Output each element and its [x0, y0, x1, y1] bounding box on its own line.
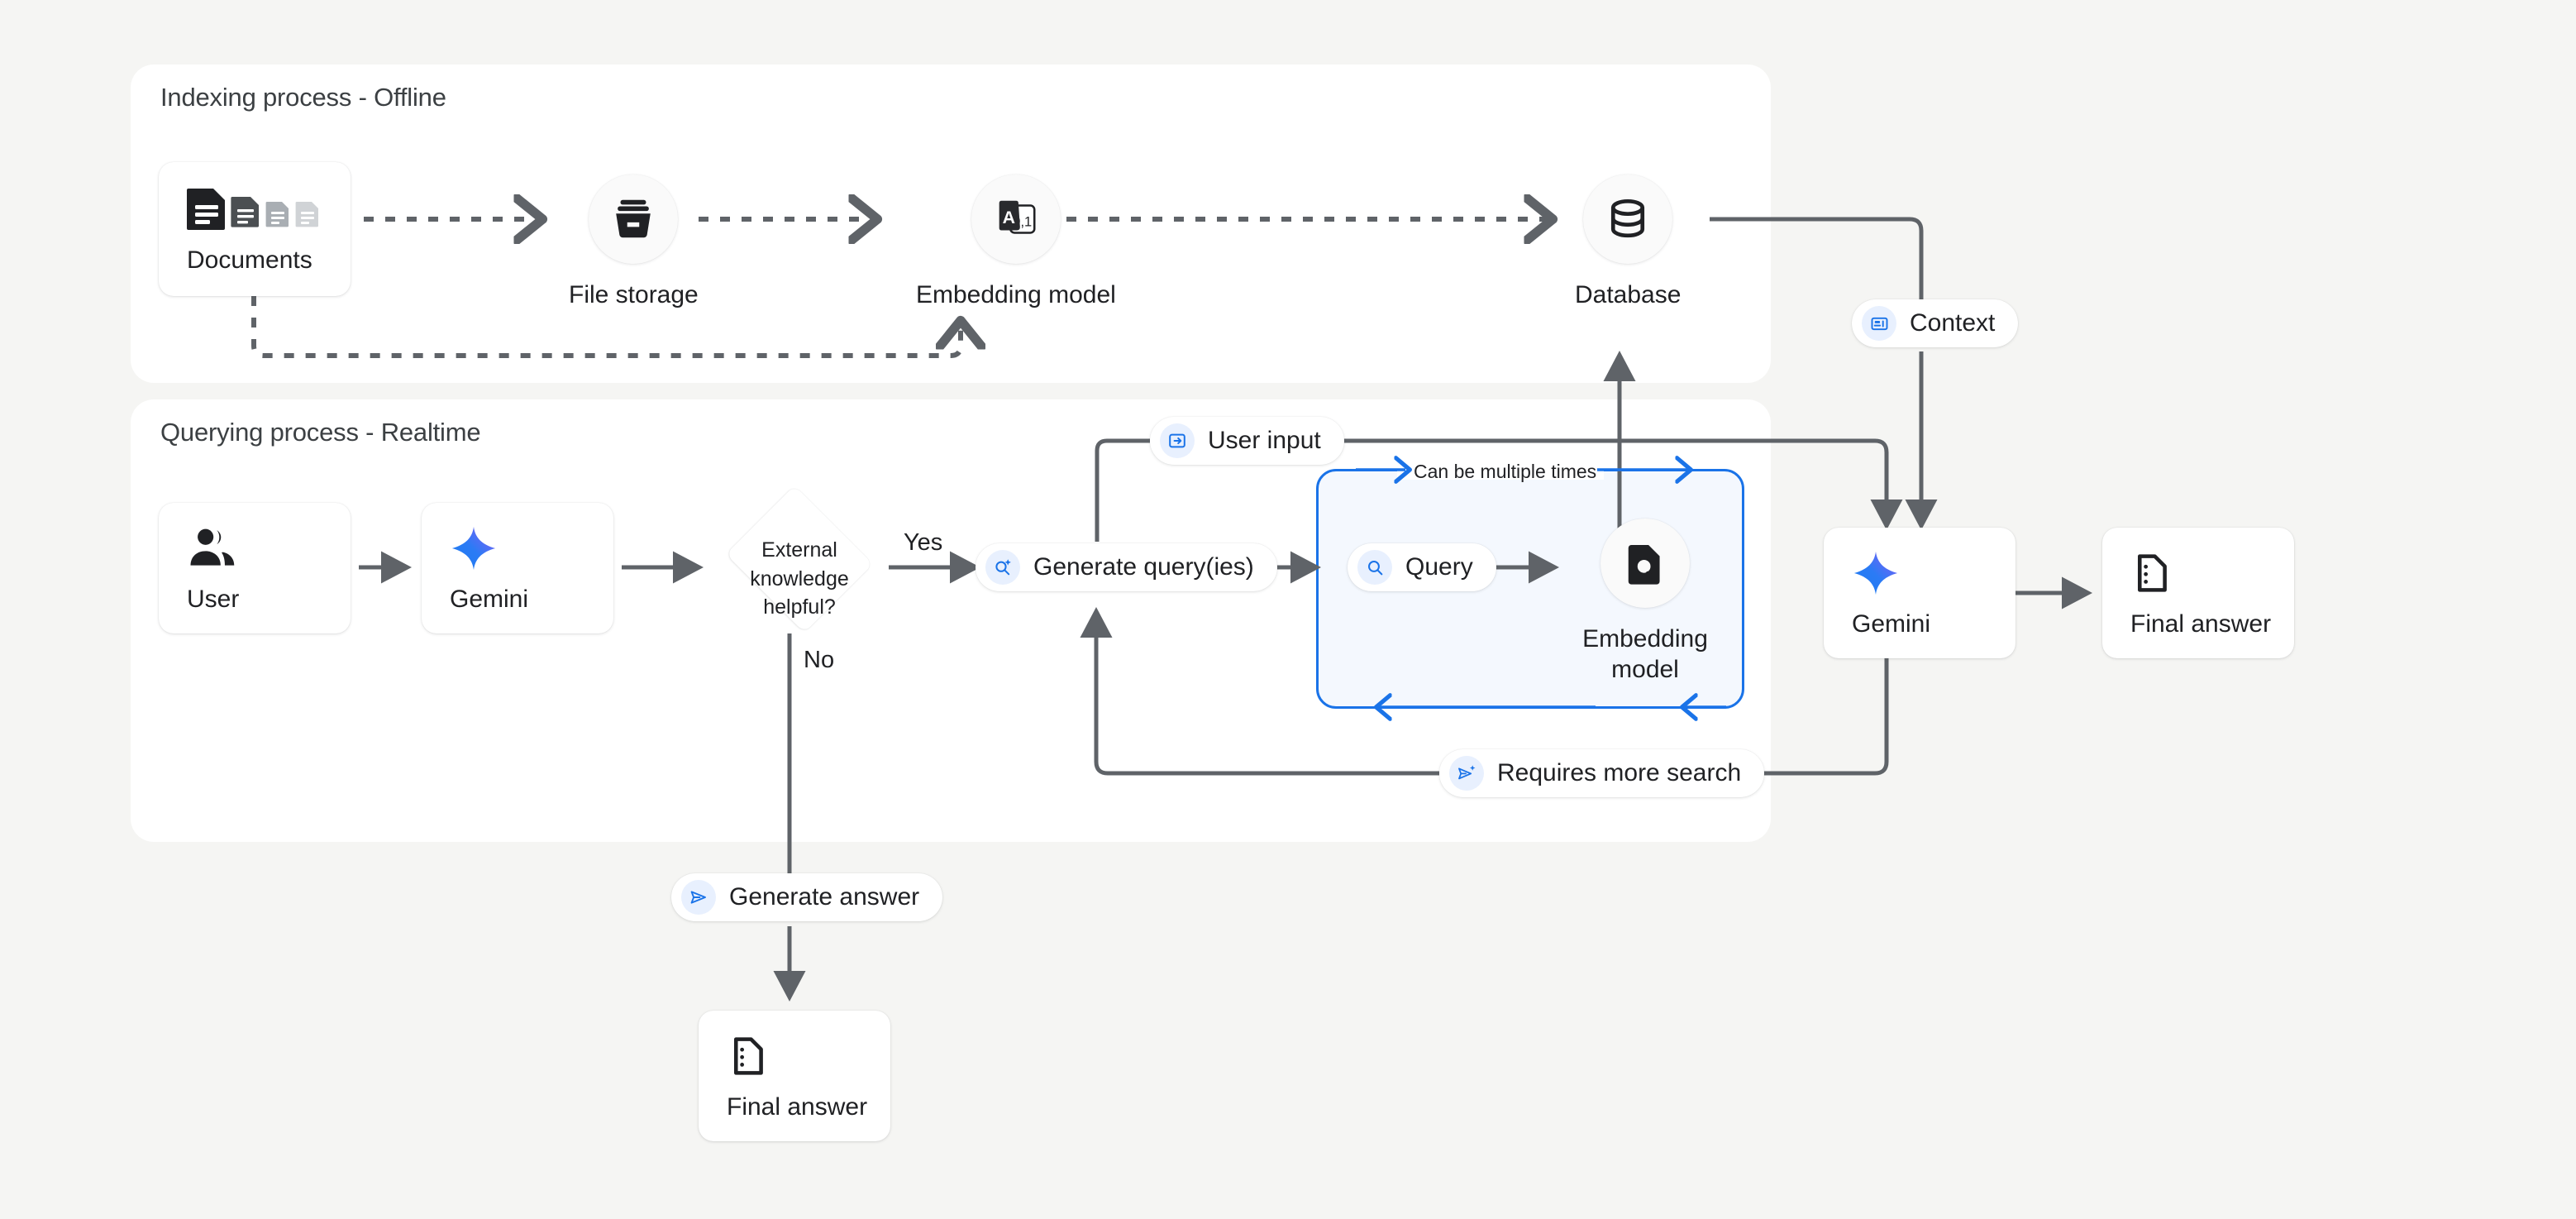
requires-more-search-label: Requires more search	[1497, 759, 1742, 786]
context-card-icon	[1862, 306, 1896, 341]
people-icon	[187, 523, 351, 574]
node-decision-external-knowledge[interactable]: External knowledge helpful?	[717, 485, 882, 633]
edge-label-no: No	[804, 647, 835, 673]
gemini-left-label: Gemini	[450, 586, 529, 613]
embedding-model-label: Embedding model	[916, 281, 1116, 308]
text-to-vector-icon: 0,1 A	[971, 174, 1061, 264]
user-label: User	[187, 586, 240, 613]
node-database[interactable]: Database	[1575, 174, 1681, 311]
context-label: Context	[1910, 309, 1996, 337]
answer-document-icon	[2130, 547, 2294, 599]
node-gemini-left[interactable]: Gemini	[422, 503, 613, 633]
final-answer-bottom-label: Final answer	[727, 1093, 868, 1121]
final-answer-right-label: Final answer	[2130, 610, 2272, 638]
file-storage-label: File storage	[569, 281, 699, 308]
edge-label-yes: Yes	[904, 529, 943, 556]
search-sparkle-icon	[985, 550, 1020, 585]
generate-queries-label: Generate query(ies)	[1033, 553, 1254, 581]
pill-user-input[interactable]: User input	[1150, 417, 1344, 465]
search-icon	[1357, 550, 1392, 585]
documents-stack-icon	[187, 184, 351, 235]
node-embedding-model-query[interactable]: Embedding model	[1575, 519, 1715, 685]
panel-indexing-title: Indexing process - Offline	[160, 83, 446, 112]
archive-box-icon	[589, 174, 679, 264]
pill-generate-queries[interactable]: Generate query(ies)	[976, 543, 1277, 591]
generate-answer-label: Generate answer	[729, 883, 920, 911]
node-file-storage[interactable]: File storage	[569, 174, 699, 311]
panel-querying-title: Querying process - Realtime	[160, 418, 481, 447]
embedding-model-query-label: Embedding model	[1582, 625, 1708, 683]
answer-document-icon	[727, 1030, 890, 1082]
loop-title-label: Can be multiple times	[1414, 461, 1597, 482]
decision-label: External knowledge helpful?	[750, 538, 849, 619]
pill-generate-answer[interactable]: Generate answer	[671, 873, 943, 921]
node-final-answer-bottom[interactable]: Final answer	[699, 1011, 890, 1141]
database-label: Database	[1575, 281, 1682, 308]
gemini-spark-icon	[450, 523, 613, 574]
node-final-answer-right[interactable]: Final answer	[2102, 528, 2294, 658]
node-gemini-right[interactable]: Gemini	[1824, 528, 2015, 658]
send-icon	[681, 880, 716, 915]
database-cylinder-icon	[1583, 174, 1673, 264]
login-arrow-icon	[1160, 423, 1195, 458]
node-embedding-model-index[interactable]: 0,1 A Embedding model	[916, 174, 1116, 311]
node-user[interactable]: User	[159, 503, 351, 633]
pill-query[interactable]: Query	[1348, 543, 1496, 591]
user-input-label: User input	[1208, 427, 1321, 454]
query-label: Query	[1405, 553, 1473, 581]
svg-text:A: A	[1003, 208, 1015, 227]
send-sparkle-icon	[1449, 756, 1484, 791]
document-search-icon	[1600, 519, 1690, 608]
gemini-right-label: Gemini	[1852, 610, 1931, 638]
documents-label: Documents	[187, 246, 312, 274]
gemini-spark-icon	[1852, 547, 2015, 599]
node-documents[interactable]: Documents	[159, 162, 351, 296]
pill-context[interactable]: Context	[1852, 299, 2019, 347]
pill-requires-more-search[interactable]: Requires more search	[1439, 749, 1765, 797]
